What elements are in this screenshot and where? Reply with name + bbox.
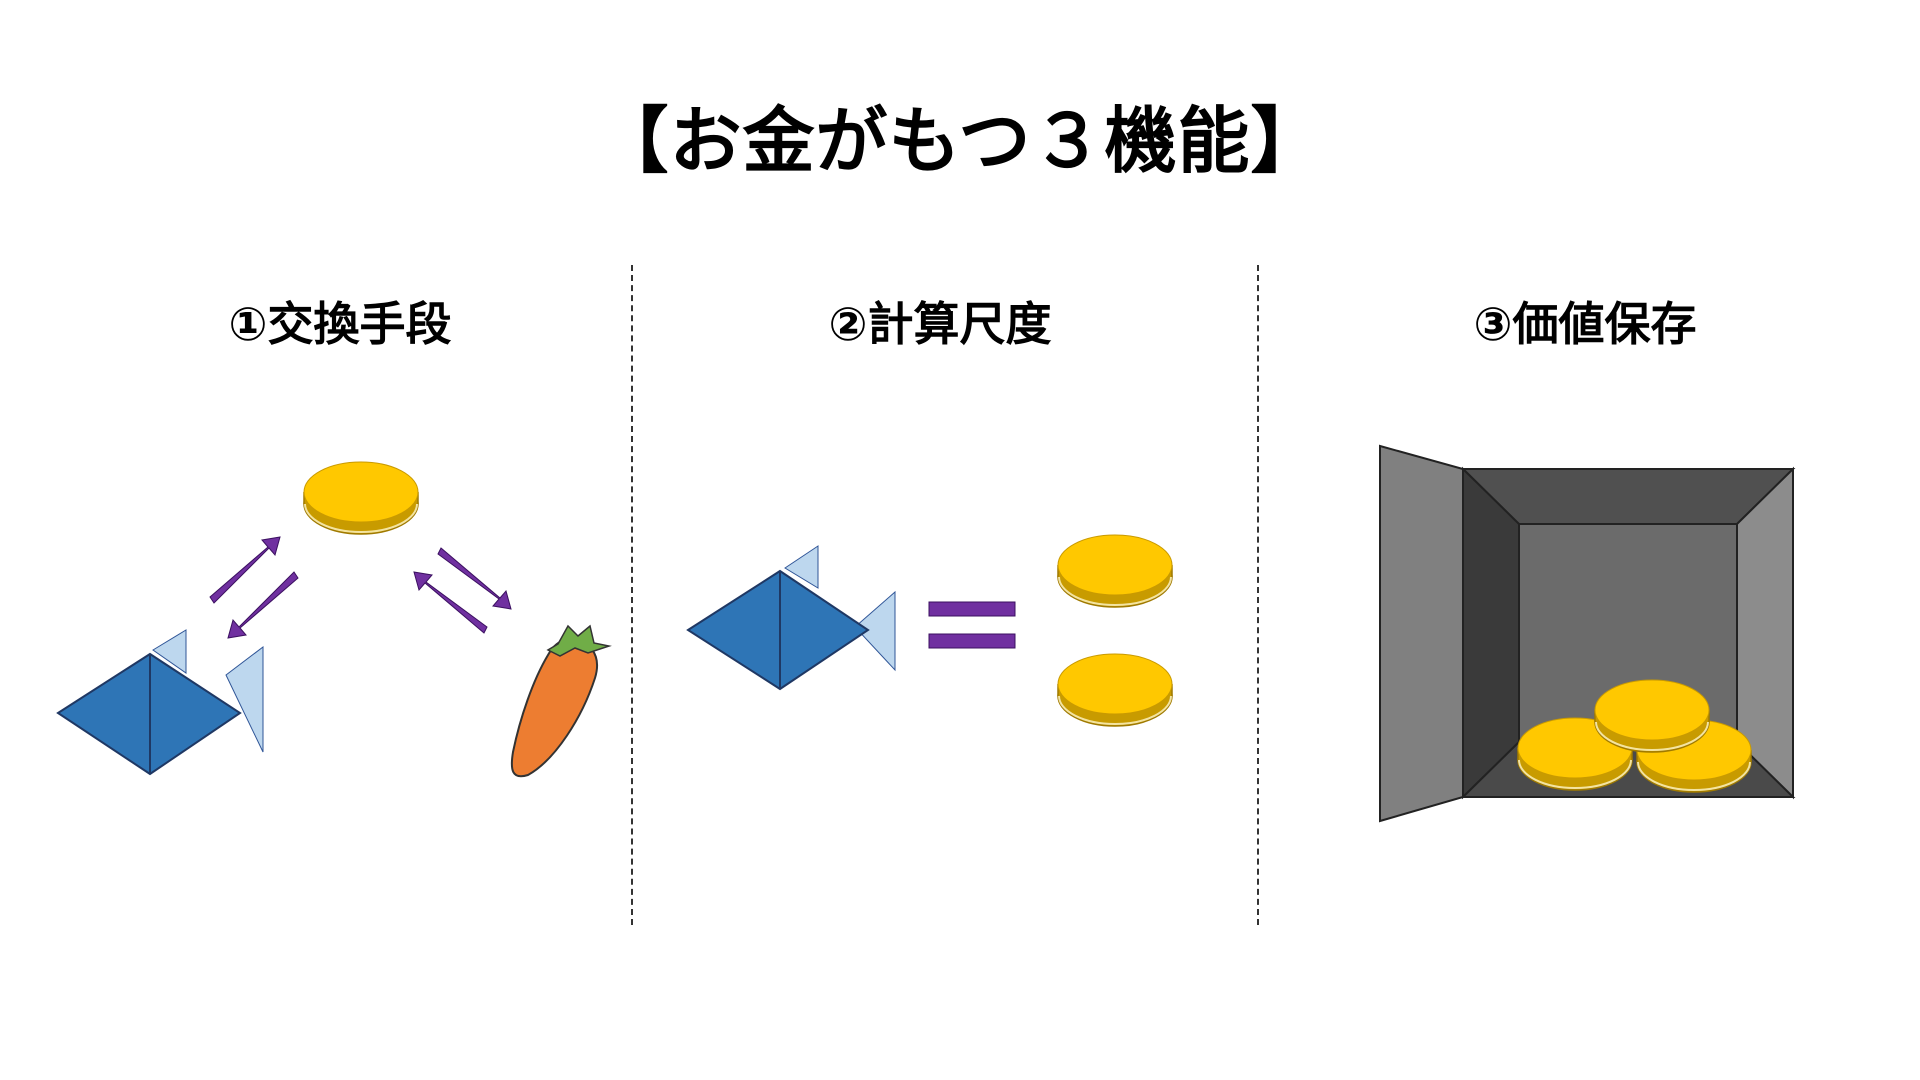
coin-icon-2: [1057, 653, 1173, 727]
section-divider-1: [631, 265, 633, 925]
carrot-icon: [510, 624, 612, 778]
fish-icon: [56, 629, 264, 776]
page-title: 【お金がもつ３機能】: [596, 99, 1324, 183]
section-title-store: ③価値保存: [1473, 297, 1697, 351]
exchange-arrows-right-icon: [413, 547, 512, 634]
fish-icon-measure: [686, 545, 896, 691]
section-title-measure: ②計算尺度: [828, 297, 1052, 351]
coin-icon-1: [1057, 534, 1173, 608]
coin-icon: [303, 461, 419, 535]
exchange-arrows-left-icon: [209, 536, 299, 639]
equals-icon: [928, 601, 1016, 649]
section-title-exchange: ①交換手段: [228, 297, 452, 351]
section-divider-2: [1257, 265, 1259, 925]
